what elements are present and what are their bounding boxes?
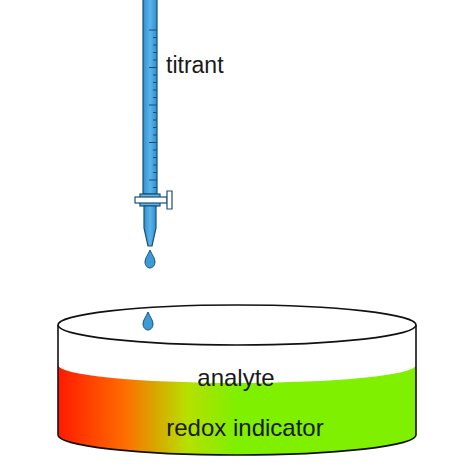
- drop: [145, 250, 155, 268]
- scale-ticks: [149, 30, 157, 188]
- stopcock-handle: [167, 191, 172, 209]
- dish-text: analyte: [197, 366, 274, 390]
- burette-tube: [143, 0, 157, 194]
- dish-text: redox indicator: [166, 416, 323, 440]
- stopcock-key: [135, 197, 167, 203]
- petri-dish: analyte redox indicator: [56, 300, 418, 460]
- label-text: titrant: [166, 54, 224, 77]
- drop: [143, 312, 153, 330]
- burette-tip: [144, 206, 156, 246]
